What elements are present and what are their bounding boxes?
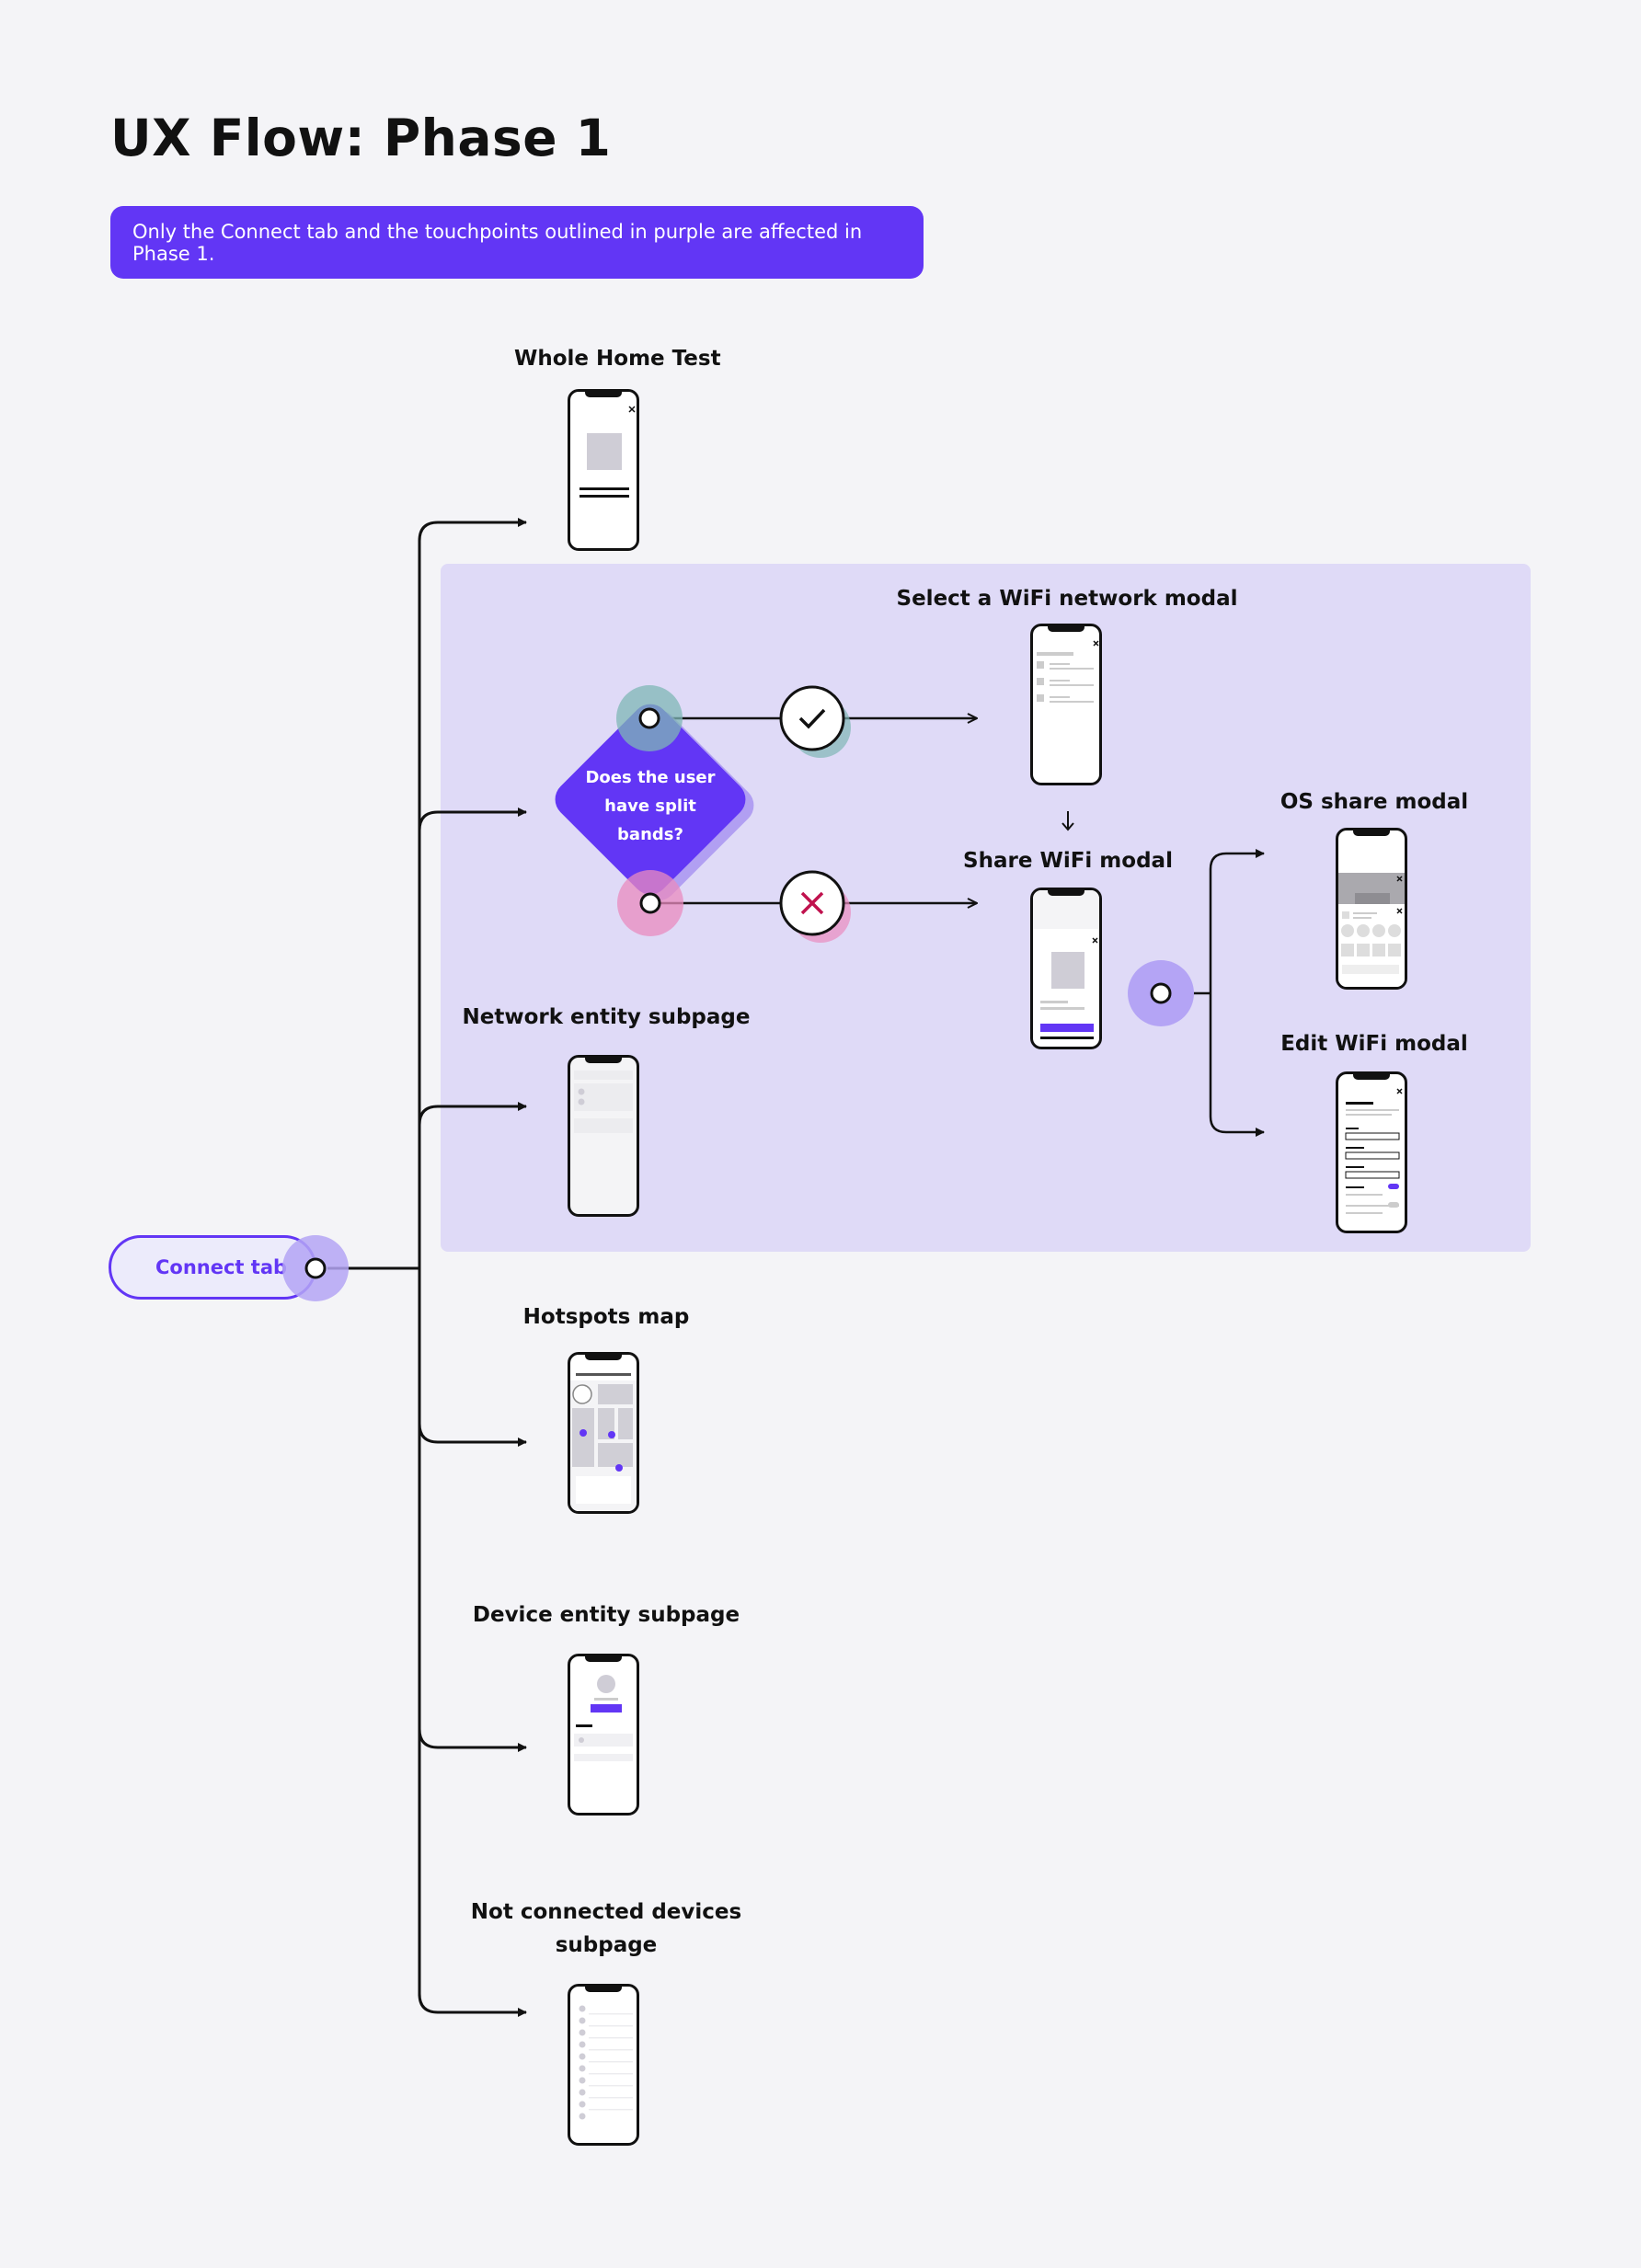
screen-content bbox=[1033, 890, 1099, 1039]
screen-content bbox=[574, 1071, 633, 1133]
label-not-connected-line1: Not connected devices bbox=[470, 1900, 742, 1924]
screen-content bbox=[1345, 1088, 1403, 1214]
label-hotspots-map: Hotspots map bbox=[522, 1305, 690, 1329]
check-icon bbox=[779, 685, 851, 758]
screen-content bbox=[579, 2005, 633, 2120]
phone-os-share-modal[interactable] bbox=[1336, 828, 1407, 990]
close-icon bbox=[1092, 937, 1098, 944]
label-network-entity-subpage: Network entity subpage bbox=[462, 1005, 751, 1029]
label-os-share-modal: OS share modal bbox=[1280, 790, 1469, 814]
page-title: UX Flow: Phase 1 bbox=[110, 109, 612, 167]
close-x-icon bbox=[779, 870, 851, 943]
decision-question: Does the user have split bands? bbox=[585, 768, 716, 844]
close-icon bbox=[1396, 876, 1403, 882]
phone-edit-wifi-modal[interactable] bbox=[1336, 1071, 1407, 1233]
label-not-connected-line2: subpage bbox=[555, 1933, 658, 1957]
yes-port bbox=[638, 707, 660, 729]
phone-not-connected-devices[interactable] bbox=[568, 1984, 639, 2146]
label-not-connected-devices: Not connected devices subpage bbox=[441, 1896, 772, 1962]
close-icon bbox=[1396, 908, 1403, 914]
phone-whole-home-test[interactable] bbox=[568, 389, 639, 551]
label-share-wifi-modal: Share WiFi modal bbox=[963, 849, 1173, 873]
phase-banner: Only the Connect tab and the touchpoints… bbox=[110, 206, 924, 279]
phone-select-wifi-modal[interactable] bbox=[1030, 624, 1102, 785]
screen-content bbox=[580, 406, 636, 498]
connect-tab-label: Connect tab bbox=[155, 1256, 288, 1278]
screen-content bbox=[574, 1675, 633, 1761]
screen-content bbox=[1338, 873, 1405, 987]
arrow-down-icon bbox=[1061, 811, 1074, 831]
share-port bbox=[1150, 982, 1172, 1004]
close-icon bbox=[628, 406, 636, 413]
phone-share-wifi-modal[interactable] bbox=[1030, 888, 1102, 1049]
label-device-entity-subpage: Device entity subpage bbox=[472, 1603, 740, 1627]
phone-hotspots-map[interactable] bbox=[568, 1352, 639, 1514]
label-whole-home-test: Whole Home Test bbox=[514, 347, 721, 371]
phone-device-entity-subpage[interactable] bbox=[568, 1654, 639, 1816]
label-select-wifi-modal: Select a WiFi network modal bbox=[896, 587, 1238, 611]
phone-network-entity-subpage[interactable] bbox=[568, 1055, 639, 1217]
close-icon bbox=[1396, 1088, 1403, 1094]
close-icon bbox=[1093, 640, 1099, 647]
phase-banner-text: Only the Connect tab and the touchpoints… bbox=[132, 220, 863, 265]
label-edit-wifi-modal: Edit WiFi modal bbox=[1280, 1032, 1468, 1056]
screen-content bbox=[570, 1373, 637, 1511]
screen-content bbox=[1037, 640, 1099, 703]
locate-icon bbox=[572, 1384, 592, 1404]
no-port bbox=[639, 892, 661, 914]
